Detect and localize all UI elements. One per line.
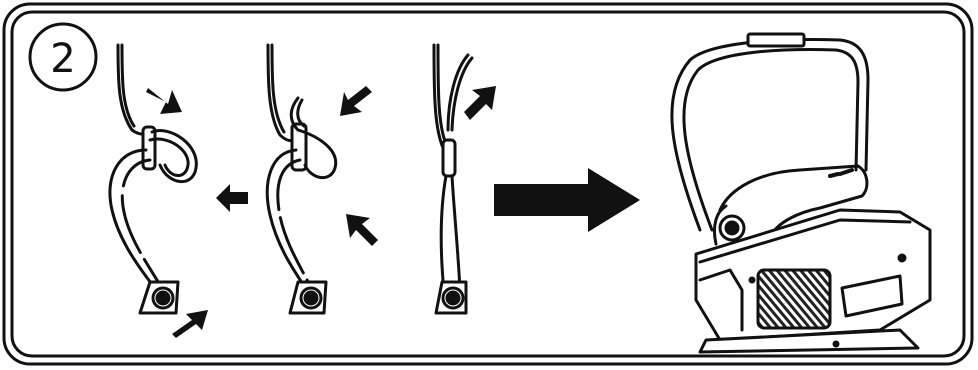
step-badge: 2 — [28, 22, 98, 92]
panel-frame — [2, 2, 974, 366]
arrow-icon — [464, 86, 496, 120]
arrow-icon — [340, 86, 372, 116]
big-right-arrow-icon — [494, 168, 640, 232]
arrow-icon — [172, 310, 208, 338]
arrow-icon — [346, 214, 378, 246]
step-number: 2 — [50, 36, 75, 82]
step-circle — [28, 22, 98, 92]
strap-figure-3 — [432, 43, 474, 315]
strap-figure-1 — [108, 43, 198, 315]
arrow-icon — [216, 184, 248, 212]
arrow-icon — [146, 88, 182, 114]
device-illustration — [670, 32, 932, 354]
strap-figure-2 — [265, 43, 338, 315]
